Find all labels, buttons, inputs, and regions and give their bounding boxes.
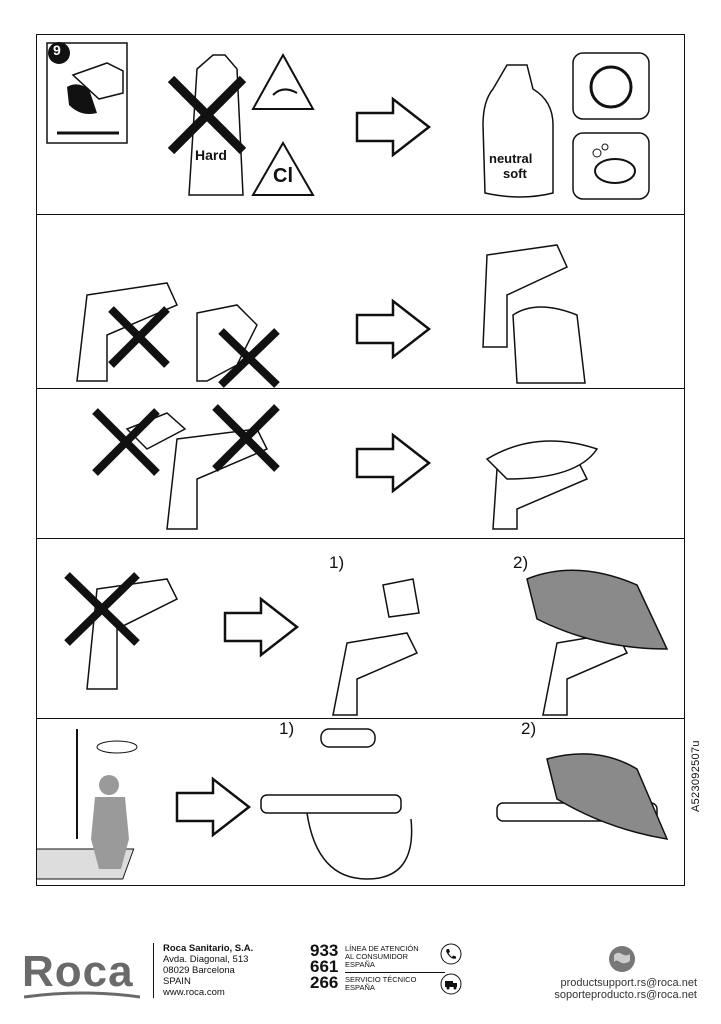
glass-icon (382, 578, 420, 618)
panel-rinse-and-dry: 1) 2) (37, 539, 684, 719)
cloth-icon (526, 569, 669, 650)
logo-swoosh (24, 991, 140, 999)
neutral-bottle-icon (482, 64, 554, 198)
step-number: 9 (53, 42, 61, 58)
cloth-icon (71, 62, 124, 100)
panel4-illustration (64, 569, 669, 716)
panel-no-spray-on-tap (37, 215, 684, 389)
support-emails: productsupport.rs@roca.net soporteproduc… (554, 977, 697, 1001)
company-info: Roca Sanitario, S.A. Avda. Diagonal, 513… (153, 943, 253, 998)
panel5-step2: 2) (521, 719, 537, 738)
panel-cleaning-products: 9 Hard Cl neutral soft (37, 35, 684, 215)
instruction-frame: 9 Hard Cl neutral soft (36, 34, 685, 886)
hand-shower-icon (320, 728, 376, 748)
soap-icon (594, 158, 636, 184)
neutral-label: neutral (489, 151, 533, 166)
panel-no-abrasive (37, 389, 684, 539)
hand-icon (67, 84, 97, 114)
phone-icon (440, 943, 462, 965)
consumer-line-1: LÍNEA DE ATENCIÓN (345, 944, 419, 953)
truck-icon (440, 973, 462, 995)
step-badge (48, 42, 70, 64)
address-line2: 08029 Barcelona (163, 965, 235, 976)
tap-icon (332, 632, 419, 716)
arrow-icon (355, 96, 432, 158)
person-icon (99, 775, 119, 795)
phone-part-1: 933 (310, 941, 339, 960)
hazard-chlorine-icon (251, 140, 315, 196)
lemon-icon (589, 65, 633, 109)
panel4-step2: 2) (513, 553, 529, 572)
panel2-illustration (76, 244, 586, 388)
panel5-illustration (37, 728, 669, 880)
tech-line-1: SERVICIO TÉCNICO (345, 975, 417, 984)
service-lines: LÍNEA DE ATENCIÓN AL CONSUMIDOR ESPAÑA S… (345, 945, 445, 992)
country: SPAIN (163, 976, 191, 987)
cloth-icon (485, 440, 599, 480)
email-link-2[interactable]: soporteproducto.rs@roca.net (554, 989, 697, 1001)
consumer-line-3: ESPAÑA (345, 960, 375, 969)
cloth-icon (546, 753, 669, 840)
hard-label: Hard (195, 147, 227, 163)
arrow-icon (175, 776, 252, 838)
tech-line-2: ESPAÑA (345, 983, 375, 992)
soft-label: soft (503, 166, 527, 181)
shower-head-icon (96, 740, 138, 754)
panel5-step1: 1) (279, 719, 295, 738)
roca-logo: Roca (22, 947, 134, 996)
tap-icon (542, 632, 629, 716)
tap-icon (482, 244, 568, 348)
panel3-illustration (92, 404, 599, 530)
arrow-icon (355, 298, 432, 360)
phone-part-3: 266 (310, 973, 339, 992)
spray-bottle-icon (196, 304, 258, 382)
footer: Roca Roca Sanitario, S.A. Avda. Diagonal… (0, 935, 721, 1015)
globe-icon (609, 946, 635, 972)
phone-part-2: 661 (310, 957, 339, 976)
consumer-line-2: AL CONSUMIDOR (345, 952, 409, 961)
address-line1: Avda. Diagonal, 513 (163, 954, 249, 965)
website-link[interactable]: www.roca.com (163, 987, 225, 998)
panel-shower: 1) 2) (37, 719, 684, 885)
panel1-illustration (46, 42, 650, 200)
tap-icon (76, 282, 178, 382)
arrow-icon (223, 596, 300, 658)
panel4-step1: 1) (329, 553, 345, 572)
hazard-corrosive-icon (251, 52, 315, 110)
thermostat-bar-icon (260, 794, 402, 814)
cl-label: Cl (273, 165, 293, 187)
arrow-icon (355, 432, 432, 494)
company-name: Roca Sanitario, S.A. (163, 943, 254, 954)
document-code: A523092507u (690, 740, 702, 812)
phone-number: 933 661 266 (310, 941, 339, 992)
cloth-icon (512, 306, 586, 384)
email-link-1[interactable]: productsupport.rs@roca.net (560, 977, 697, 989)
